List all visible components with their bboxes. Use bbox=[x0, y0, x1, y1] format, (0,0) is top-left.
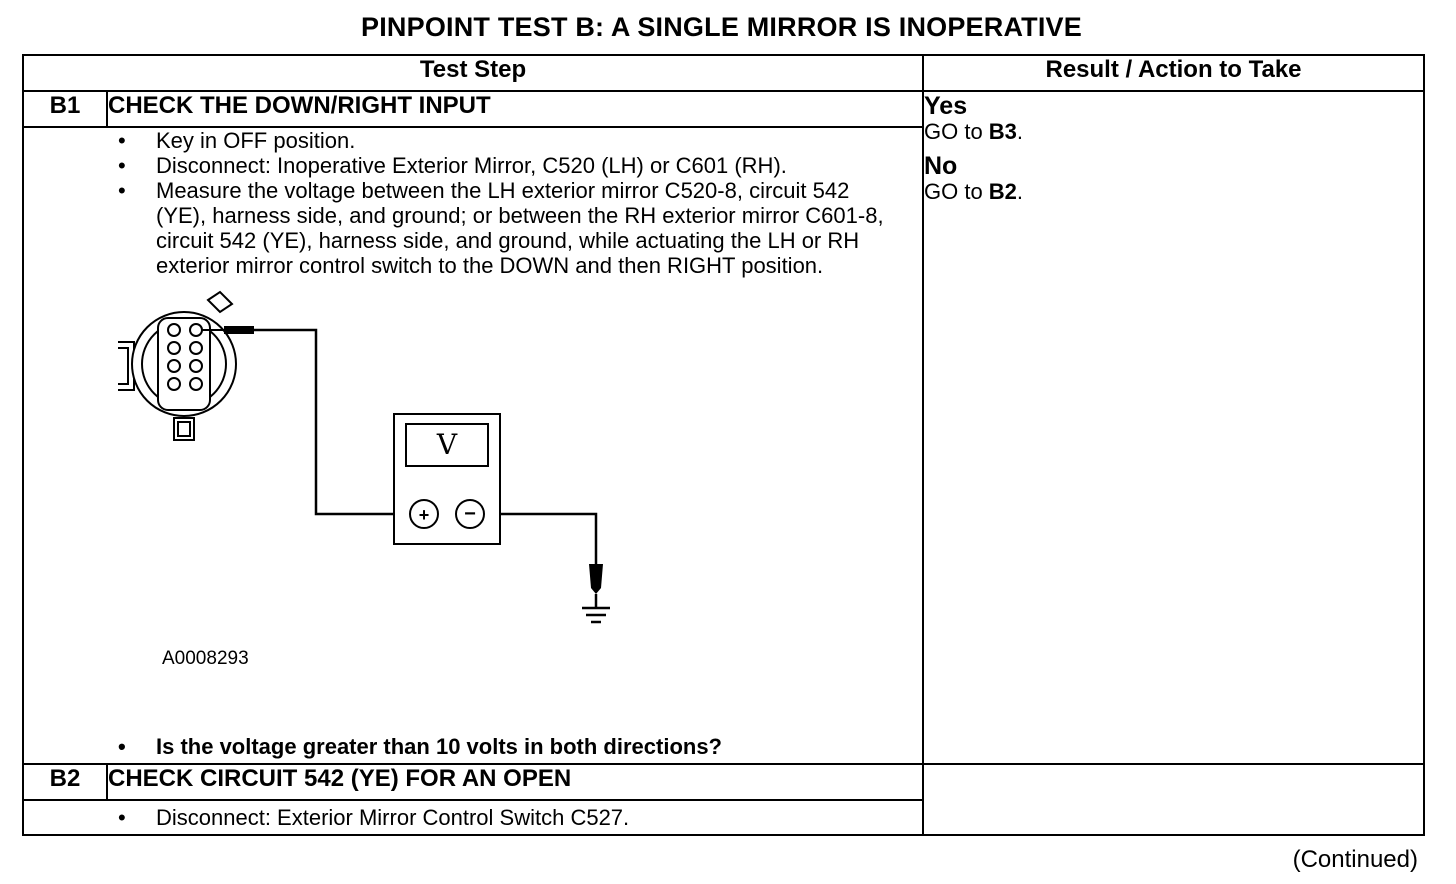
result-no-label: No bbox=[924, 152, 958, 180]
step-b2-body-row: • Disconnect: Exterior Mirror Control Swi… bbox=[22, 799, 1424, 836]
step-id-b2: B2 bbox=[22, 763, 108, 801]
ground-icon bbox=[582, 594, 610, 624]
meter-display-symbol: V bbox=[436, 428, 458, 461]
step-b2-heading-row: B2 CHECK CIRCUIT 542 (YE) FOR AN OPEN bbox=[22, 763, 1425, 836]
result-yes-label: Yes bbox=[924, 92, 968, 120]
figure-id: A0008293 bbox=[162, 648, 249, 669]
column-header-test-step: Test Step bbox=[22, 54, 924, 92]
result-no-prefix: GO to bbox=[924, 179, 989, 204]
result-yes-suffix: . bbox=[1016, 119, 1024, 144]
pinpoint-test-table: Test Step Result / Action to Take B1 CHE… bbox=[22, 54, 1425, 836]
positive-lead-wire bbox=[254, 328, 410, 516]
step-b1-bullets: • Key in OFF position. • Disconnect: Inope… bbox=[118, 128, 922, 278]
question-text: Is the voltage greater than 10 volts in … bbox=[156, 734, 722, 759]
step-heading-b1: CHECK THE DOWN/RIGHT INPUT bbox=[106, 90, 924, 128]
list-item: • Measure the voltage between the LH exte… bbox=[118, 178, 922, 278]
step-b2-bullets: • Disconnect: Exterior Mirror Control Swi… bbox=[118, 805, 922, 830]
connector-pins bbox=[167, 323, 203, 391]
list-item: • Disconnect: Inoperative Exterior Mirror… bbox=[118, 153, 922, 178]
list-item: • Is the voltage greater than 10 volts in… bbox=[118, 734, 922, 759]
page-title: PINPOINT TEST B: A SINGLE MIRROR IS INOP… bbox=[361, 12, 1082, 42]
result-yes-action: GO to B3. bbox=[924, 120, 1423, 144]
table-header-row: Test Step Result / Action to Take bbox=[22, 54, 1425, 92]
bullet-text: Measure the voltage between the LH exter… bbox=[156, 178, 884, 278]
step-b1-heading-row: B1 CHECK THE DOWN/RIGHT INPUT Yes GO to … bbox=[22, 90, 1425, 765]
negative-lead-wire bbox=[486, 512, 598, 564]
voltage-test-diagram: V + − A0008293 bbox=[118, 278, 922, 734]
list-item: • Key in OFF position. bbox=[118, 128, 922, 153]
meter-probe bbox=[224, 326, 254, 334]
step-id-b1: B1 bbox=[22, 90, 108, 128]
result-yes-target: B3 bbox=[988, 119, 1017, 144]
meter-plus-terminal: + bbox=[419, 505, 430, 525]
ground-probe bbox=[589, 564, 603, 594]
result-no-suffix: . bbox=[1016, 179, 1024, 204]
result-cell-b1: Yes GO to B3. No GO to B2. bbox=[922, 90, 1425, 765]
list-item: • Disconnect: Exterior Mirror Control Swi… bbox=[118, 805, 922, 830]
result-cell-b2 bbox=[922, 763, 1425, 836]
step-b1-question: • Is the voltage greater than 10 volts in… bbox=[118, 734, 922, 759]
step-b1-body-row: • Key in OFF position. • Disconnect: Inope… bbox=[22, 126, 1424, 765]
result-yes-prefix: GO to bbox=[924, 119, 989, 144]
result-no-target: B2 bbox=[988, 179, 1017, 204]
bullet-icon: • bbox=[118, 153, 126, 178]
column-header-result: Result / Action to Take bbox=[922, 54, 1425, 92]
result-no-action: GO to B2. bbox=[924, 180, 1423, 204]
bullet-icon: • bbox=[118, 734, 126, 759]
continued-note: (Continued) bbox=[1292, 846, 1418, 873]
bullet-text: Disconnect: Inoperative Exterior Mirror,… bbox=[156, 153, 787, 178]
bullet-icon: • bbox=[118, 128, 126, 153]
voltmeter-icon bbox=[393, 413, 501, 545]
step-body-b2: • Disconnect: Exterior Mirror Control Swi… bbox=[22, 799, 924, 836]
meter-minus-terminal: − bbox=[464, 503, 476, 525]
bullet-text: Disconnect: Exterior Mirror Control Swit… bbox=[156, 805, 630, 830]
step-heading-b2: CHECK CIRCUIT 542 (YE) FOR AN OPEN bbox=[106, 763, 924, 801]
bullet-icon: • bbox=[118, 178, 126, 203]
connector-meter-schematic: V + − bbox=[118, 290, 610, 624]
bullet-text: Key in OFF position. bbox=[156, 128, 356, 153]
step-body-b1: • Key in OFF position. • Disconnect: Inope… bbox=[22, 126, 924, 765]
bullet-icon: • bbox=[118, 805, 126, 830]
